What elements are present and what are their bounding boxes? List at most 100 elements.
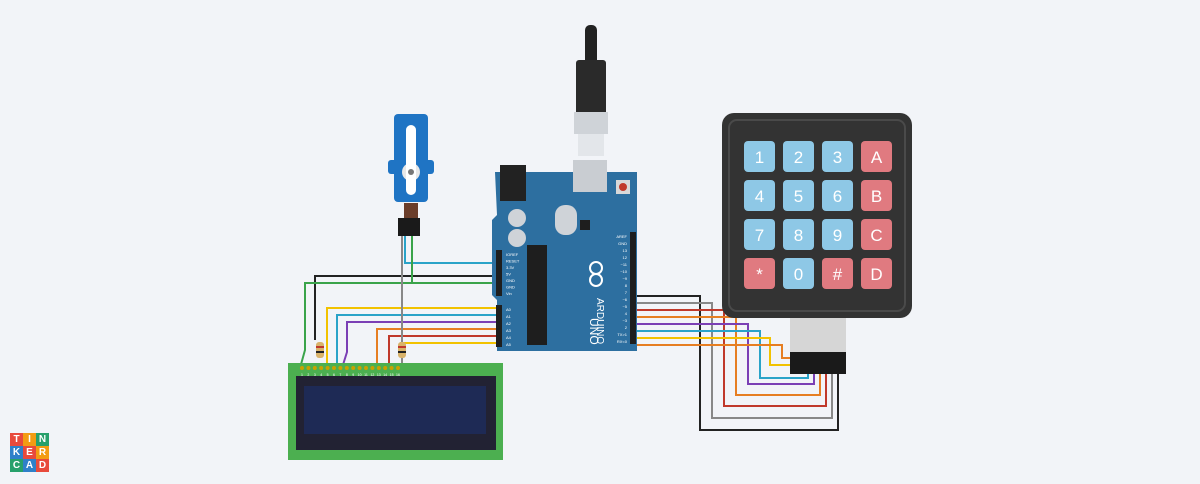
lcd-pin-label: 12: [370, 373, 374, 377]
lcd-pin-label: 3: [314, 373, 316, 377]
wire[interactable]: [636, 309, 827, 407]
lcd-pin: [389, 366, 394, 370]
lcd-pin-label: 2: [307, 373, 309, 377]
keypad-key[interactable]: 7: [744, 219, 775, 250]
keypad-key-label: 8: [794, 226, 803, 245]
logo-letter: K: [10, 446, 23, 459]
pin-label: IOREF: [506, 252, 519, 257]
keypad-key[interactable]: 6: [822, 180, 853, 211]
keypad-key-label: #: [833, 265, 843, 284]
keypad-key-label: 6: [833, 187, 842, 206]
keypad-key-label: 3: [833, 148, 842, 167]
lcd-pin-label: 8: [346, 373, 348, 377]
pin-label: A5: [506, 342, 512, 347]
wire[interactable]: [341, 321, 497, 369]
wire[interactable]: [314, 275, 497, 340]
pin-label: ~11: [621, 262, 628, 267]
keypad-key[interactable]: *: [744, 258, 775, 289]
arduino-brand-label: ARDUINO: [594, 298, 605, 344]
keypad-key[interactable]: 1: [744, 141, 775, 172]
keypad-key[interactable]: 8: [783, 219, 814, 250]
keypad-key[interactable]: 9: [822, 219, 853, 250]
wire[interactable]: [636, 316, 821, 396]
lcd-pin-label: 6: [333, 373, 335, 377]
pin-label: 8: [625, 283, 628, 288]
resistor[interactable]: [316, 342, 324, 358]
reset-button-icon: [619, 183, 627, 191]
lcd-pin-label: 14: [383, 373, 387, 377]
wire[interactable]: [636, 295, 839, 431]
lcd-pin: [364, 366, 368, 370]
logo-letter: R: [36, 446, 49, 459]
lcd-pin-label: 11: [364, 373, 368, 377]
keypad-key[interactable]: 3: [822, 141, 853, 172]
lcd-pin-label: 10: [358, 373, 362, 377]
wire[interactable]: [336, 314, 497, 368]
arduino-model-label: UNO: [587, 318, 601, 345]
pin-label: AREF: [616, 234, 627, 239]
keypad-key-label: 1: [755, 148, 764, 167]
wire[interactable]: [636, 344, 796, 359]
pin-label: 5V: [506, 272, 511, 277]
keypad-key[interactable]: 4: [744, 180, 775, 211]
usb-cable[interactable]: [574, 25, 608, 156]
servo-motor[interactable]: [388, 114, 434, 236]
pin-label: GND: [506, 285, 515, 290]
wire[interactable]: [636, 323, 815, 385]
wire[interactable]: [388, 335, 497, 368]
lcd-pin: [351, 366, 356, 370]
pin-label: TX>1: [617, 332, 627, 337]
wire[interactable]: [376, 328, 497, 368]
lcd-pin-label: 7: [339, 373, 341, 377]
keypad-connector: [790, 352, 846, 374]
keypad-key[interactable]: 5: [783, 180, 814, 211]
keypad-key[interactable]: 0: [783, 258, 814, 289]
capacitor-icon: [508, 209, 526, 227]
keypad-key[interactable]: B: [861, 180, 892, 211]
keypad-key[interactable]: C: [861, 219, 892, 250]
lcd-pin: [332, 366, 336, 370]
lcd-pin: [338, 366, 343, 370]
pin-label: A2: [506, 321, 512, 326]
pin-label: ~9: [622, 276, 627, 281]
logo-letter: C: [10, 459, 23, 472]
keypad-key[interactable]: D: [861, 258, 892, 289]
pin-label: ~10: [620, 269, 628, 274]
keypad-key-label: D: [870, 265, 882, 284]
pin-label: ~5: [622, 304, 627, 309]
wire[interactable]: [636, 337, 796, 366]
logo-letter: E: [23, 446, 36, 459]
atmega-chip: [527, 245, 547, 345]
lcd-screen: [304, 386, 486, 434]
lcd-pin: [312, 366, 317, 370]
logo-letter: N: [36, 433, 49, 446]
pin-label: A0: [506, 307, 512, 312]
keypad-key-label: B: [871, 187, 882, 206]
pin-label: 12: [623, 255, 628, 260]
keypad-key[interactable]: 2: [783, 141, 814, 172]
lcd-pin-label: 16: [396, 373, 400, 377]
pin-label: GND: [506, 278, 515, 283]
pin-label: 13: [623, 248, 628, 253]
lcd-pin: [396, 366, 400, 370]
resistor[interactable]: [398, 342, 406, 358]
wire[interactable]: [326, 307, 497, 368]
wire[interactable]: [636, 302, 833, 419]
keypad-key[interactable]: #: [822, 258, 853, 289]
keypad-key[interactable]: A: [861, 141, 892, 172]
lcd-pin: [300, 366, 304, 370]
keypad-key-label: 5: [794, 187, 803, 206]
logo-letter: I: [23, 433, 36, 446]
usb-port: [573, 160, 607, 192]
pin-label: A4: [506, 335, 512, 340]
arduino-board[interactable]: ARDUINO UNO AREFGND1312~11~10~987~6~54~3…: [492, 160, 637, 351]
wire[interactable]: [636, 330, 809, 379]
wire[interactable]: [404, 236, 497, 264]
lcd-pin: [357, 366, 362, 370]
servo-connector: [398, 218, 420, 236]
